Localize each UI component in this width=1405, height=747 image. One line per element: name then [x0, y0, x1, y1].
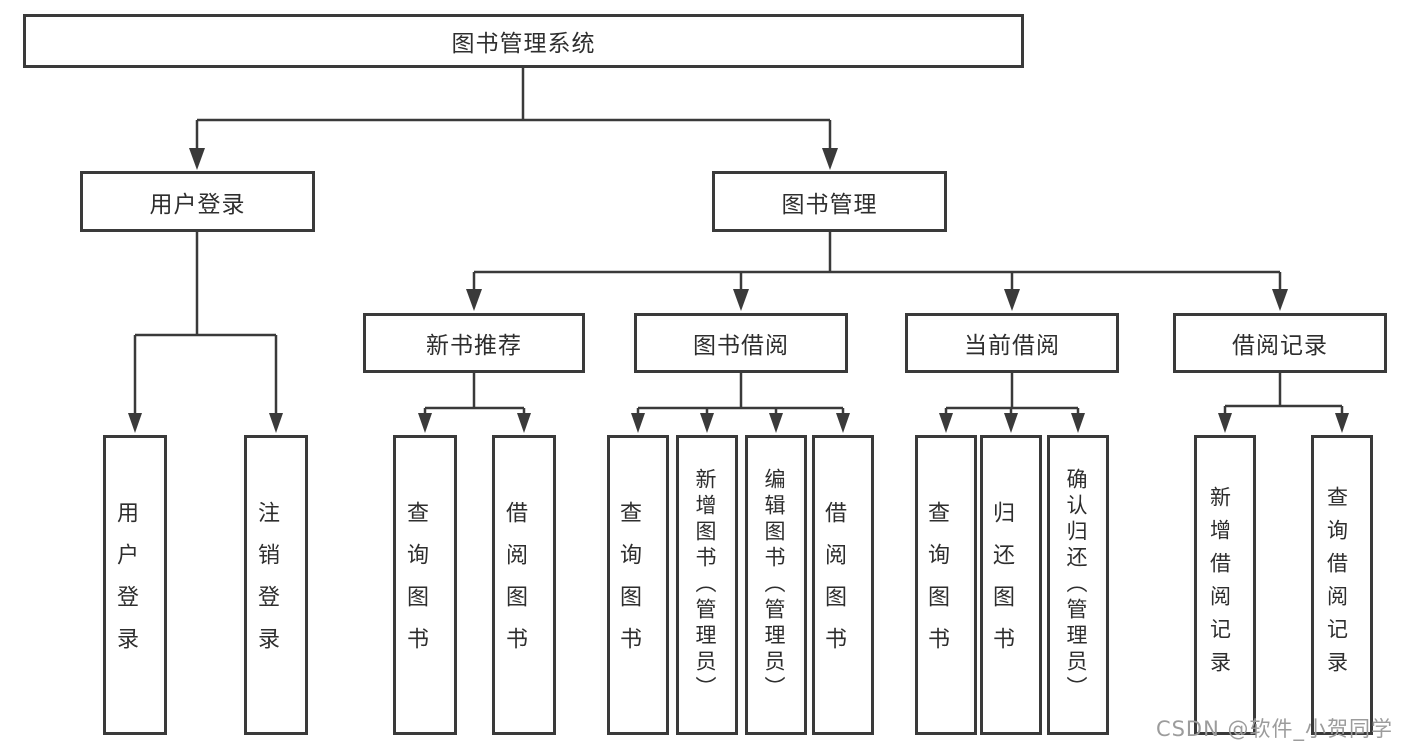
node-borrow-records: 借阅记录 — [1173, 313, 1387, 373]
csdn-watermark: CSDN @软件_小贺同学 — [1155, 717, 1393, 741]
leaf-bb-query-books: 查询图书 — [607, 435, 669, 735]
leaf-nbr-borrow-books-label: 借阅图书 — [502, 501, 527, 669]
leaf-bb-edit-book-admin-label: 编辑图书（管理员） — [762, 468, 786, 702]
node-book-borrow-label: 图书借阅 — [693, 333, 789, 359]
leaf-logout: 注销登录 — [244, 435, 308, 735]
node-book-management: 图书管理 — [712, 171, 947, 232]
leaf-bb-borrow-books-label: 借阅图书 — [821, 501, 846, 669]
node-new-book-recommend: 新书推荐 — [363, 313, 585, 373]
node-user-login-label: 用户登录 — [149, 191, 246, 218]
leaf-cb-query-books: 查询图书 — [915, 435, 977, 735]
leaf-user-login: 用户登录 — [103, 435, 167, 735]
leaf-nbr-query-books: 查询图书 — [393, 435, 457, 735]
node-book-management-label: 图书管理 — [781, 191, 878, 218]
leaf-bb-query-books-label: 查询图书 — [616, 501, 641, 669]
node-current-borrow: 当前借阅 — [905, 313, 1119, 373]
leaf-bb-borrow-books: 借阅图书 — [812, 435, 874, 735]
leaf-bb-add-book-admin-label: 新增图书（管理员） — [693, 468, 717, 702]
leaf-logout-label: 注销登录 — [254, 501, 279, 669]
leaf-br-add-record-label: 新增借阅记录 — [1207, 486, 1232, 684]
leaf-nbr-borrow-books: 借阅图书 — [492, 435, 556, 735]
node-root-label: 图书管理系统 — [451, 31, 596, 57]
leaf-cb-confirm-return-admin-label: 确认归还（管理员） — [1064, 468, 1088, 702]
node-book-borrow: 图书借阅 — [634, 313, 848, 373]
leaf-br-query-record-label: 查询借阅记录 — [1324, 486, 1349, 684]
leaf-cb-confirm-return-admin: 确认归还（管理员） — [1047, 435, 1109, 735]
node-new-book-recommend-label: 新书推荐 — [426, 333, 522, 359]
leaf-user-login-label: 用户登录 — [113, 501, 138, 669]
node-current-borrow-label: 当前借阅 — [964, 333, 1060, 359]
leaf-cb-return-books: 归还图书 — [980, 435, 1042, 735]
leaf-nbr-query-books-label: 查询图书 — [403, 501, 428, 669]
leaf-cb-return-books-label: 归还图书 — [989, 501, 1014, 669]
leaf-cb-query-books-label: 查询图书 — [924, 501, 949, 669]
node-user-login: 用户登录 — [80, 171, 315, 232]
leaf-br-add-record: 新增借阅记录 — [1194, 435, 1256, 735]
leaf-bb-add-book-admin: 新增图书（管理员） — [676, 435, 738, 735]
node-borrow-records-label: 借阅记录 — [1232, 333, 1328, 359]
node-root: 图书管理系统 — [23, 14, 1024, 68]
leaf-br-query-record: 查询借阅记录 — [1311, 435, 1373, 735]
leaf-bb-edit-book-admin: 编辑图书（管理员） — [745, 435, 807, 735]
